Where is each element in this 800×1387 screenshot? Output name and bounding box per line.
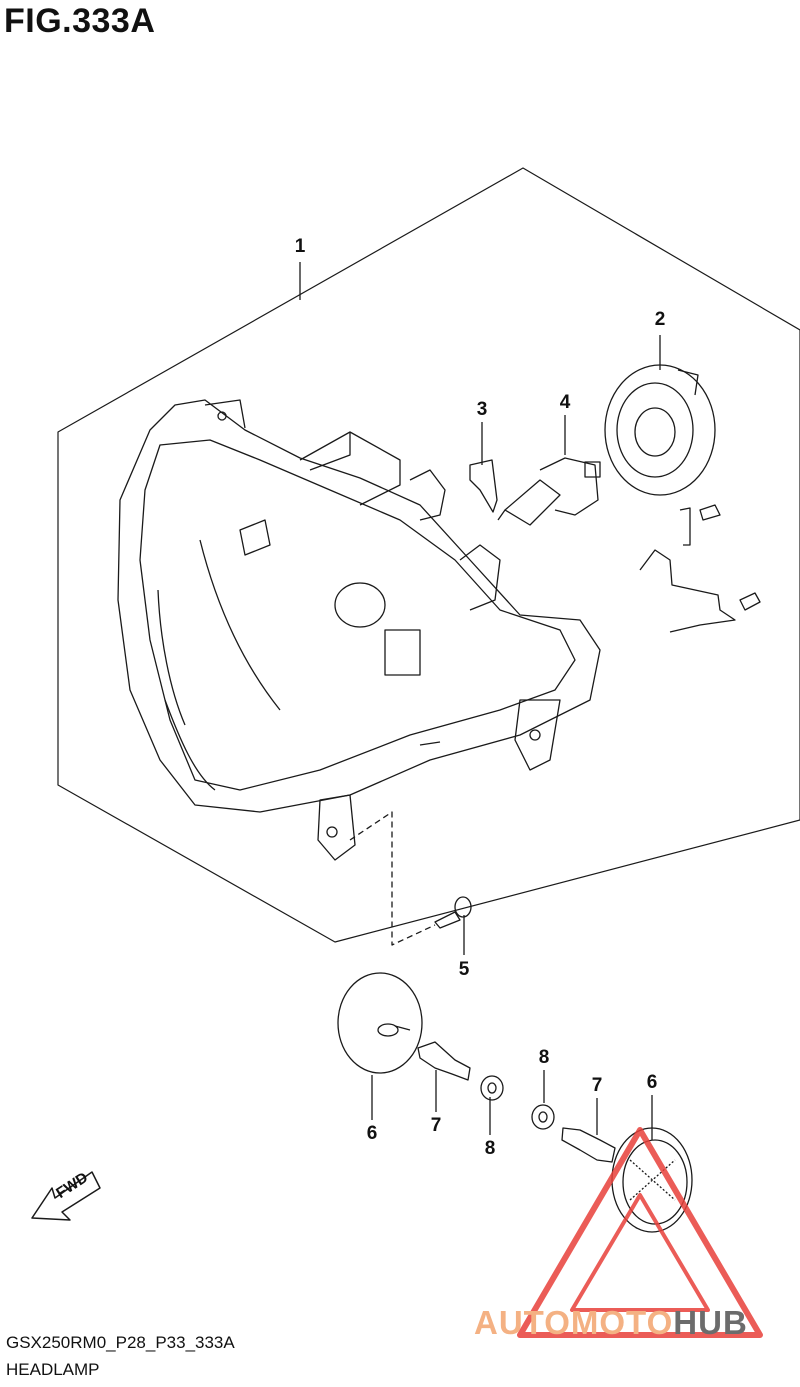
figure-name: HEADLAMP [6, 1360, 100, 1379]
assembly-outline [57, 167, 800, 943]
headlamp-bulb [497, 457, 601, 526]
callout-3: 3 [476, 399, 488, 420]
figure-title: FIG.333A [4, 2, 156, 40]
headlamp-housing [117, 399, 601, 861]
mounting-screw [434, 896, 472, 929]
spacer-bolt-left [417, 1041, 471, 1081]
callout-4: 4 [559, 392, 571, 413]
mount-guide-line [349, 811, 436, 946]
callout-6-left: 6 [366, 1123, 378, 1144]
watermark-part1: AUTOMOTO [474, 1304, 674, 1341]
clip-screw [739, 592, 761, 611]
washer-left [480, 1075, 504, 1101]
watermark-logo: AUTOMOTOHUB [474, 1304, 748, 1342]
callout-7-right: 7 [591, 1075, 603, 1096]
callout-5: 5 [458, 959, 470, 980]
figure-code: GSX250RM0_P28_P33_333A [6, 1333, 235, 1352]
callout-6-right: 6 [646, 1072, 658, 1093]
socket-cover [604, 364, 716, 496]
callout-2: 2 [654, 309, 666, 330]
watermark-triangle [517, 1127, 763, 1338]
callout-7-left: 7 [430, 1115, 442, 1136]
bulb-clip [469, 459, 498, 513]
washer-right [531, 1104, 555, 1130]
callout-1: 1 [294, 236, 306, 257]
callout-8-right: 8 [538, 1047, 550, 1068]
callout-8-left: 8 [484, 1138, 496, 1159]
fwd-arrow [31, 1171, 101, 1221]
wire-spring-clip [639, 504, 736, 633]
rubber-damper-left [337, 972, 423, 1074]
watermark-part2: HUB [673, 1304, 748, 1341]
spacer-bolt-right [561, 1127, 616, 1163]
